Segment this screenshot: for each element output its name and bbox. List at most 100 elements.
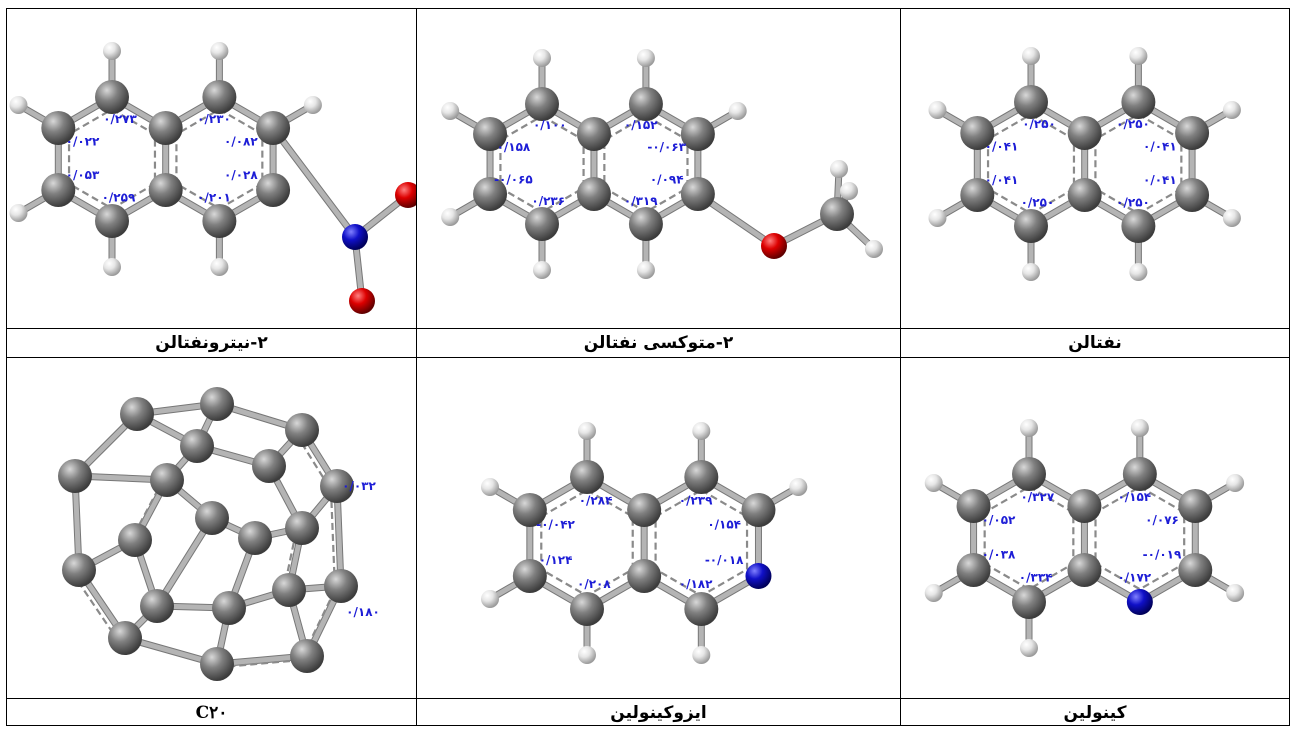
charge-label: ۰/۳۱۹ [624,194,658,208]
charge-label: ۰/۱۸۰ [346,605,380,619]
charge-label: -۰/۰۱۸ [705,553,744,567]
carbon-atom [956,489,991,523]
charge-label: ۰/۰۴۱ [985,173,1019,187]
carbon-atom [627,493,662,527]
nitrogen-atom [1126,589,1153,615]
charge-label: -۰/۰۶۵ [494,173,533,187]
caption-naphthalene: نفتالن [1068,333,1122,353]
charge-label: ۰/۲۳۹ [679,494,713,508]
charge-label: ۰/۱۵۴ [707,517,741,531]
charge-label: ۰/۰۸۲ [224,134,258,148]
hydrogen-atom [533,49,551,67]
hydrogen-atom [303,95,322,114]
carbon-atom [118,523,152,557]
hydrogen-atom [636,49,655,67]
carbon-atom [202,204,237,238]
charge-label: ۰/۱۵۴ [1117,490,1151,504]
carbon-atom [200,387,234,421]
hydrogen-atom [441,208,460,227]
charge-label: ۰/۲۰۸ [577,577,611,591]
row-divider [7,357,1289,358]
carbon-atom [1175,178,1210,212]
caption-methoxynaphthalene: ۲-متوکسی نفتالن [583,333,734,353]
row-divider [7,328,1289,329]
hydrogen-atom [210,258,229,276]
charge-label: ۰/۱۸۲ [679,577,713,591]
hydrogen-atom [1129,263,1148,281]
carbon-atom [960,178,995,212]
hydrogen-atom [9,204,28,223]
charge-label: ۰/۰۲۸ [224,168,258,182]
carbon-atom [684,460,719,494]
charge-label: ۰/۲۳۰ [197,112,231,126]
oxygen-atom [395,182,416,208]
hydrogen-atom [1226,584,1245,603]
carbon-atom [525,87,559,121]
charge-label: ۰/۲۵۰ [1021,195,1055,209]
carbon-atom [212,591,246,625]
caption-nitronaphthalene: ۲-نیترونفتالن [155,333,268,353]
carbon-atom [1012,585,1046,619]
hydrogen-atom [9,95,28,114]
carbon-atom [202,80,237,114]
charge-label: ۰/۰۵۲ [982,513,1016,527]
carbon-atom [1121,209,1156,243]
hydrogen-atom [692,646,711,664]
hydrogen-atom [928,100,947,119]
hydrogen-atom [1129,47,1148,65]
column-divider [900,9,901,725]
hydrogen-atom [210,42,229,60]
carbon-atom [285,511,319,545]
charge-label: ۰/۰۵۳ [66,168,100,182]
carbon-atom [108,621,142,655]
carbon-atom [960,116,995,150]
hydrogen-atom [830,160,848,178]
cage-dash [300,589,336,661]
charge-label: ۰/۲۸۴ [579,494,613,508]
charge-label: -۰/۰۱۹ [1143,548,1182,562]
hydrogen-atom [533,261,551,279]
carbon-atom [1067,489,1102,523]
carbon-atom [1012,457,1046,491]
carbon-atom [58,459,92,493]
charge-label: ۰/۰۴۱ [1143,139,1177,153]
cage-dash [210,658,302,670]
nitrogen-atom [745,563,772,589]
carbon-atom [570,592,604,626]
carbon-atom [576,177,611,211]
carbon-atom [684,592,719,626]
hydrogen-atom [1130,419,1149,437]
carbon-atom [956,553,991,587]
charge-label: ۰/۰۳۸ [982,548,1016,562]
carbon-atom [525,207,559,241]
carbon-atom [150,463,184,497]
charge-label: ۰/۳۳۴ [1019,571,1053,585]
carbon-atom [41,111,76,145]
hydrogen-atom [578,422,596,440]
carbon-atom [741,493,776,527]
carbon-atom [570,460,604,494]
hydrogen-atom [789,477,808,496]
caption-quinoline: کینولین [1063,702,1127,723]
charge-label: ۰/۲۷۳ [103,112,137,126]
carbon-atom [256,111,291,145]
carbon-atom [1014,85,1048,119]
carbon-atom [628,87,663,121]
carbon-atom [1121,85,1156,119]
carbon-atom [95,80,129,114]
charge-label: ۰/۰۹۴ [650,173,684,187]
caption-c20: C۲۰ [195,702,228,723]
charge-label: ۰/۰۴۱ [985,139,1019,153]
hydrogen-atom [1020,419,1038,437]
charge-label: ۰/۱۵۸ [497,140,531,154]
oxygen-atom [349,288,375,314]
carbon-atom [200,647,234,681]
hydrogen-atom [924,473,943,492]
bond [270,125,358,240]
column-divider [416,9,417,725]
